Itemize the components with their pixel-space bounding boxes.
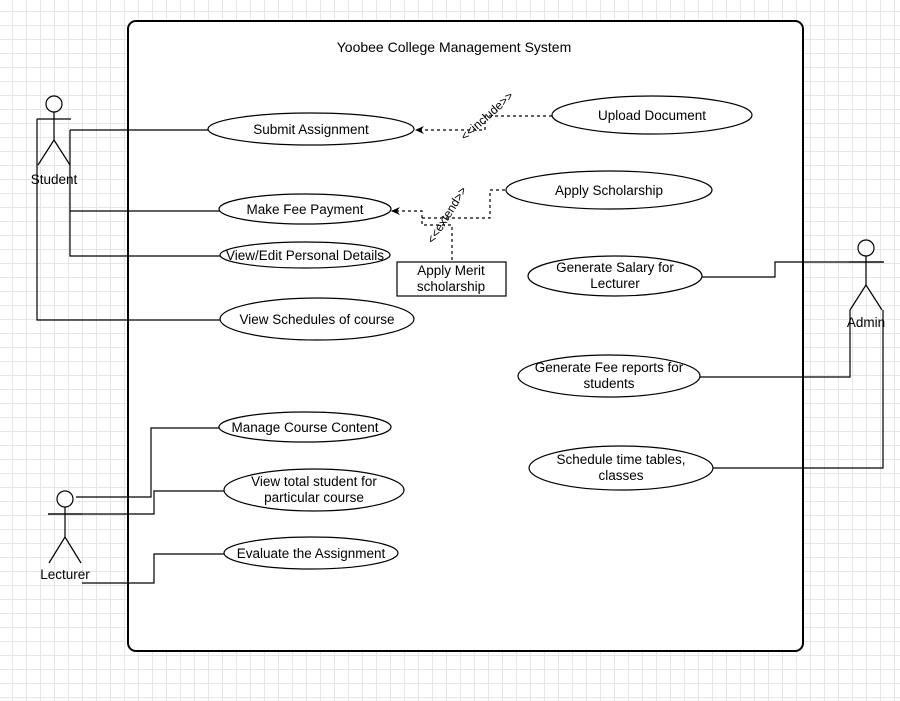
svg-text:Submit Assignment: Submit Assignment xyxy=(253,122,369,137)
svg-text:Manage Course Content: Manage Course Content xyxy=(231,420,378,435)
lecturer-head xyxy=(56,490,74,508)
svg-text:View Schedules of course: View Schedules of course xyxy=(239,312,394,327)
include-arrow xyxy=(415,115,552,134)
assoc-student-view-schedules xyxy=(36,119,220,321)
box-apply-merit-scholarship[interactable]: Apply Merit scholarship xyxy=(396,261,507,297)
associations xyxy=(36,119,884,584)
dependencies xyxy=(391,115,552,260)
svg-text:Apply Merit: Apply Merit xyxy=(417,263,485,278)
actor-admin[interactable] xyxy=(849,239,883,311)
svg-text:Schedule time tables,: Schedule time tables, xyxy=(556,452,685,467)
assoc-admin-generate-fee-reports xyxy=(700,310,851,378)
uc-make-fee-payment[interactable]: Make Fee Payment xyxy=(218,193,392,225)
svg-text:Make Fee Payment: Make Fee Payment xyxy=(246,202,363,217)
uc-view-edit-personal-details[interactable]: View/Edit Personal Details xyxy=(219,241,391,269)
student-head xyxy=(45,95,63,113)
system-title: Yoobee College Management System xyxy=(337,39,572,55)
assoc-lecturer-evaluate xyxy=(82,553,224,584)
uc-schedule-time-tables[interactable]: Schedule time tables, classes xyxy=(528,445,714,491)
svg-text:particular course: particular course xyxy=(264,490,364,505)
svg-text:scholarship: scholarship xyxy=(417,279,485,294)
uc-view-schedules-of-course[interactable]: View Schedules of course xyxy=(219,297,415,341)
uc-view-total-student[interactable]: View total student for particular course xyxy=(223,468,405,512)
actor-student-label: Student xyxy=(31,172,78,187)
assoc-lecturer-view-total-students xyxy=(48,490,224,515)
extend-link-apply-scholarship xyxy=(422,189,506,219)
uc-apply-scholarship[interactable]: Apply Scholarship xyxy=(505,170,713,210)
svg-text:students: students xyxy=(583,376,634,391)
actor-admin-label: Admin xyxy=(847,315,885,330)
svg-text:Upload Document: Upload Document xyxy=(598,108,706,123)
svg-text:Generate Salary for: Generate Salary for xyxy=(556,260,674,275)
svg-text:Evaluate the Assignment: Evaluate the Assignment xyxy=(237,546,386,561)
svg-text:Apply Scholarship: Apply Scholarship xyxy=(555,183,663,198)
uc-submit-assignment[interactable]: Submit Assignment xyxy=(207,112,415,146)
uc-generate-salary-for-lecturer[interactable]: Generate Salary for Lecturer xyxy=(527,255,703,297)
svg-text:View total student for: View total student for xyxy=(251,474,377,489)
svg-text:Lecturer: Lecturer xyxy=(590,276,640,291)
assoc-lecturer-manage-content xyxy=(76,427,220,498)
actor-lecturer[interactable] xyxy=(48,490,82,564)
svg-text:classes: classes xyxy=(598,468,643,483)
actor-student[interactable] xyxy=(37,95,71,166)
assoc-student-view-edit-details xyxy=(69,211,220,257)
assoc-admin-generate-salary xyxy=(702,261,884,278)
admin-head xyxy=(857,239,875,257)
svg-text:Generate Fee reports for: Generate Fee reports for xyxy=(535,360,684,375)
assoc-admin-schedule-timetables xyxy=(713,310,884,469)
uc-manage-course-content[interactable]: Manage Course Content xyxy=(218,411,392,443)
uc-evaluate-the-assignment[interactable]: Evaluate the Assignment xyxy=(223,536,399,570)
uc-upload-document[interactable]: Upload Document xyxy=(551,95,753,135)
svg-text:View/Edit Personal Details: View/Edit Personal Details xyxy=(226,248,384,263)
uc-generate-fee-reports[interactable]: Generate Fee reports for students xyxy=(517,354,701,398)
actor-lecturer-label: Lecturer xyxy=(40,567,90,582)
